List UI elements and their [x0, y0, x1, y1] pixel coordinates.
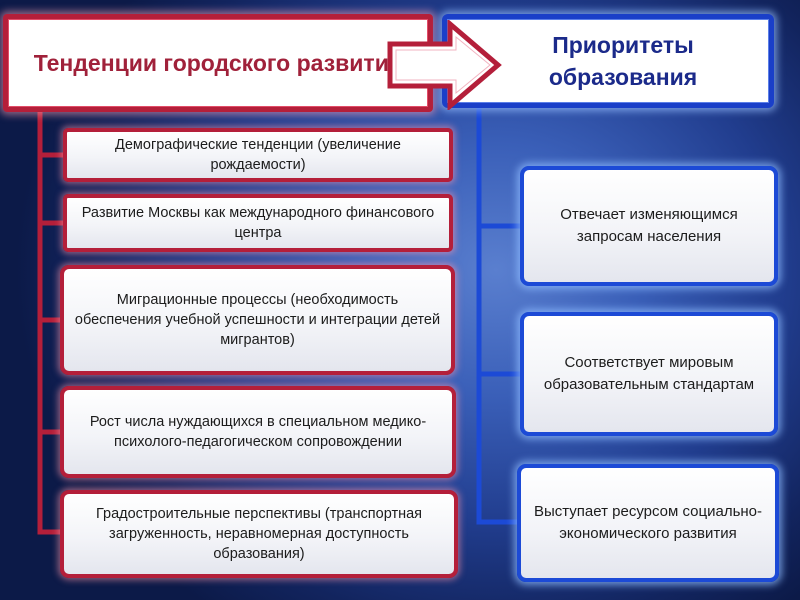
trend-text: Демографические тенденции (увеличение ро… [115, 137, 401, 173]
priorities-header-title: Приоритеты образования [548, 32, 698, 90]
trend-box-special-support: Рост числа нуждающихся в специальном мед… [60, 386, 456, 478]
priority-box-development-resource: Выступает ресурсом социально-экономическ… [517, 464, 779, 582]
priority-box-world-standards: Соответствует мировым образовательным ст… [520, 312, 778, 436]
priorities-header: Приоритеты образования [442, 14, 774, 108]
priority-text: Выступает ресурсом социально-экономическ… [533, 503, 763, 542]
priority-text: Соответствует мировым образовательным ст… [543, 354, 755, 393]
trends-header-title: Тенденции городского развития [33, 50, 403, 76]
trend-box-migration: Миграционные процессы (необходимость обе… [60, 265, 455, 375]
trend-text: Рост числа нуждающихся в специальном мед… [89, 414, 427, 450]
trend-text: Развитие Москвы как международного финан… [81, 205, 435, 241]
priority-box-population-needs: Отвечает изменяющимся запросам населения [520, 166, 778, 286]
right-arrow-icon [387, 20, 502, 110]
trend-text: Градостроительные перспективы (транспорт… [95, 506, 423, 562]
trends-header: Тенденции городского развития [3, 14, 433, 112]
trend-box-financial-center: Развитие Москвы как международного финан… [63, 194, 453, 252]
trend-box-urban-planning: Градостроительные перспективы (транспорт… [60, 490, 458, 578]
trend-text: Миграционные процессы (необходимость обе… [74, 292, 441, 348]
trend-box-demographics: Демографические тенденции (увеличение ро… [63, 128, 453, 182]
priority-text: Отвечает изменяющимся запросам населения [560, 206, 738, 245]
